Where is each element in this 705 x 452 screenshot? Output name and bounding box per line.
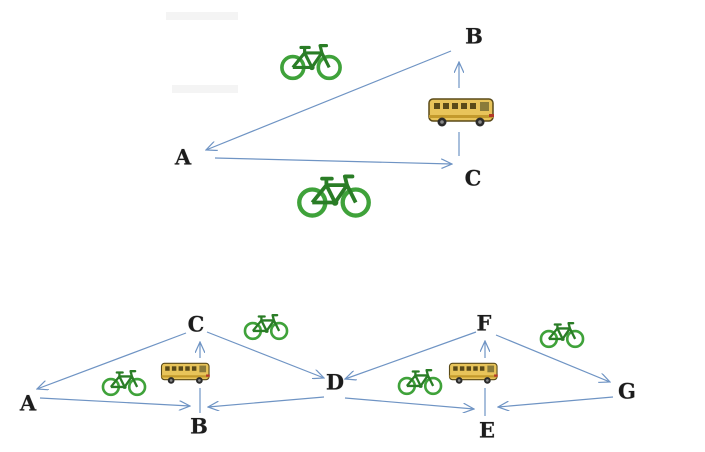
edge-b-to-a [206,50,452,150]
node-label-d: D [326,370,344,395]
graph-2: A B C D E F G [19,310,637,443]
edge-g-to-e [498,396,614,407]
node-label-e: E [479,418,495,443]
edge-f-to-d [345,331,477,379]
node-label-f: F [477,311,492,336]
node-label-a: A [174,145,192,170]
bicycle-icon [279,43,343,81]
bicycle-icon [397,368,443,396]
bicycle-icon [539,321,585,349]
graph-1: A B C [174,23,495,216]
edge-c-to-a [37,332,187,389]
node-label-c: C [188,312,205,337]
edge-a-to-c [214,157,452,164]
node-label-b: B [465,24,483,49]
bicycle-icon [243,313,289,341]
node-label-a: A [19,391,37,416]
bicycle-icon [101,369,147,397]
edge-a-to-b [39,397,190,406]
edge-f-to-g [495,334,610,382]
edge-d-to-e [344,397,474,409]
node-label-b: B [190,414,208,439]
bicycle-icon [299,176,368,215]
faint-artifact [166,12,238,20]
edge-c-to-d [206,331,324,378]
edge-d-to-b [208,396,325,407]
faint-artifact [172,85,238,93]
node-label-c: C [465,166,482,191]
node-label-g: G [618,379,636,404]
